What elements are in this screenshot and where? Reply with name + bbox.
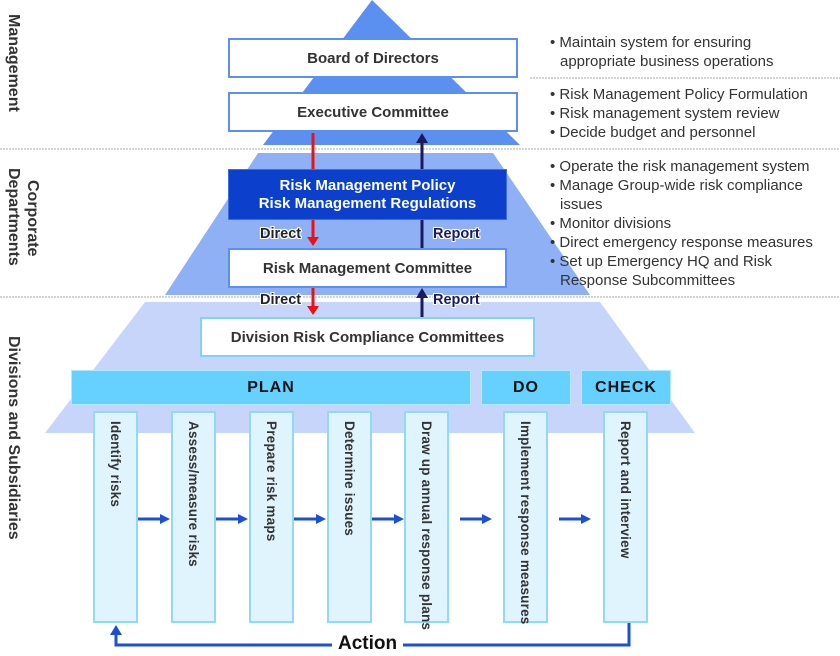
risk-policy-line2: Risk Management Regulations: [258, 194, 477, 212]
report-arrowhead-2: [416, 288, 428, 298]
step-report-interview: Report and interview: [603, 411, 648, 623]
step-label: Determine issues: [342, 421, 357, 537]
phase-do-label: DO: [513, 378, 539, 396]
step-annual-response-plans: Draw up annual response plans: [404, 411, 449, 630]
step-label: Prepare risk maps: [264, 421, 279, 542]
corporate-duty-item: Operate the risk management system: [550, 157, 840, 176]
phase-check-label: CHECK: [595, 378, 657, 396]
board-duties-list: Maintain system for ensuring appropriate…: [550, 33, 830, 71]
corporate-duty-item: Direct emergency response measures: [550, 233, 840, 252]
corporate-duty-item: Monitor divisions: [550, 214, 840, 233]
side-label-management: Management: [5, 14, 22, 112]
action-loop-arrowhead: [110, 625, 122, 635]
board-of-directors-box: Board of Directors: [228, 38, 518, 78]
risk-management-committee-label: Risk Management Committee: [262, 259, 473, 277]
side-label-divisions: Divisions and Subsidiaries: [5, 336, 22, 540]
step-identify-risks: Identify risks: [93, 411, 138, 623]
action-label: Action: [332, 633, 404, 655]
executive-duty-item: Risk Management Policy Formulation: [550, 85, 840, 104]
side-label-corporate-line2: Departments: [5, 168, 22, 266]
step-label: Identify risks: [108, 421, 123, 508]
step-determine-issues: Determine issues: [327, 411, 372, 623]
risk-management-committee-box: Risk Management Committee: [228, 248, 507, 288]
report-label-2: Report: [433, 292, 480, 308]
step-label: Assess/measure risks: [186, 421, 201, 567]
step-assess-risks: Assess/measure risks: [171, 411, 216, 623]
phase-do: DO: [481, 370, 571, 405]
process-arrowhead-1: [160, 514, 170, 524]
direct-label-2: Direct: [260, 292, 302, 308]
process-arrowhead-2: [238, 514, 248, 524]
executive-duty-item: Decide budget and personnel: [550, 123, 840, 142]
step-implement-measures: Implement response measures: [503, 411, 548, 625]
side-label-corporate-line1: Corporate: [24, 180, 41, 257]
process-arrowhead-5: [482, 514, 492, 524]
corporate-duty-item: Set up Emergency HQ and Risk Response Su…: [550, 252, 840, 290]
process-arrowhead-4: [394, 514, 404, 524]
executive-duties-list: Risk Management Policy Formulation Risk …: [550, 85, 840, 142]
corporate-duties-list: Operate the risk management system Manag…: [550, 157, 840, 290]
risk-policy-box: Risk Management Policy Risk Management R…: [228, 169, 507, 220]
executive-committee-box: Executive Committee: [228, 92, 518, 132]
process-arrowhead-3: [316, 514, 326, 524]
report-arrowhead-1: [416, 133, 428, 143]
risk-policy-line1: Risk Management Policy: [279, 176, 456, 194]
phase-check: CHECK: [581, 370, 671, 405]
board-of-directors-label: Board of Directors: [307, 49, 439, 67]
step-label: Implement response measures: [518, 421, 533, 625]
step-prepare-risk-maps: Prepare risk maps: [249, 411, 294, 623]
division-committees-box: Division Risk Compliance Committees: [200, 317, 535, 357]
executive-duty-item: Risk management system review: [550, 104, 840, 123]
step-label: Draw up annual response plans: [419, 421, 434, 631]
direct-arrowhead-2: [307, 306, 319, 315]
phase-plan-label: PLAN: [247, 378, 295, 396]
direct-arrowhead-1: [307, 237, 319, 246]
board-duty-item: Maintain system for ensuring appropriate…: [550, 33, 830, 71]
report-label-1: Report: [433, 226, 480, 242]
corporate-duty-item: Manage Group-wide risk compliance issues: [550, 176, 840, 214]
executive-committee-label: Executive Committee: [297, 103, 449, 121]
step-label: Report and interview: [618, 421, 633, 559]
direct-label-1: Direct: [260, 226, 302, 242]
division-committees-label: Division Risk Compliance Committees: [230, 328, 505, 346]
process-arrowhead-6: [581, 514, 591, 524]
phase-plan: PLAN: [71, 370, 471, 405]
